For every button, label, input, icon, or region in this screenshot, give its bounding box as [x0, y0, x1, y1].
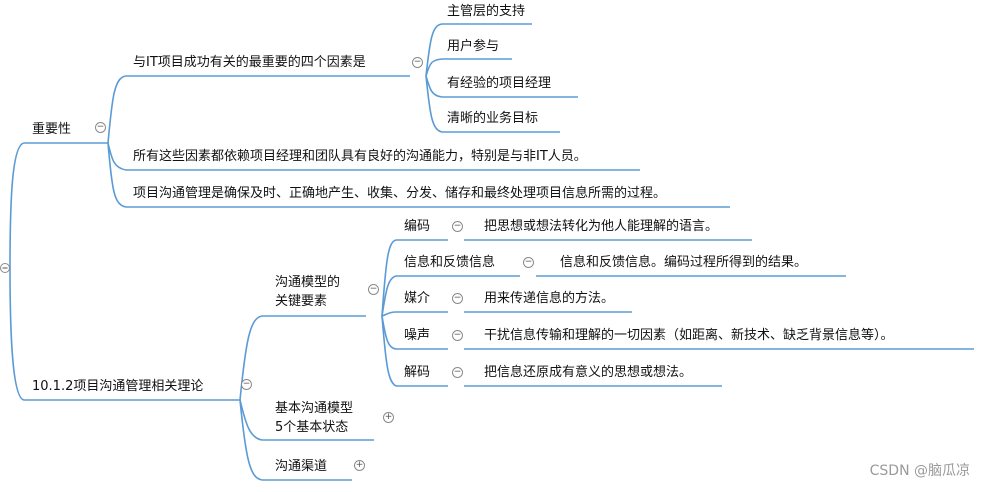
connector-factors-2	[425, 58, 443, 77]
node-key-elements-line1[interactable]: 沟通模型的	[275, 275, 341, 290]
collapse-icon[interactable]: −	[452, 293, 463, 304]
node-basic-model-line1[interactable]: 基本沟通模型	[275, 401, 354, 416]
expand-icon[interactable]: +	[354, 460, 365, 471]
node-element-desc[interactable]: 把思想或想法转化为他人能理解的语言。	[484, 219, 719, 234]
connector-el-1	[381, 239, 397, 317]
node-factor-4[interactable]: 清晰的业务目标	[447, 111, 539, 126]
collapse-icon[interactable]: −	[523, 257, 534, 268]
collapse-icon[interactable]: −	[412, 57, 423, 68]
collapse-icon[interactable]: −	[452, 367, 463, 378]
node-factors-title[interactable]: 与IT项目成功有关的最重要的四个因素是	[133, 55, 366, 70]
node-basic-model-line2[interactable]: 5个基本状态	[275, 420, 349, 435]
node-element-name[interactable]: 解码	[404, 365, 431, 380]
connector-root-importance	[9, 142, 25, 269]
connector-factors-1	[425, 23, 443, 77]
node-element-desc[interactable]: 用来传递信息的方法。	[484, 291, 615, 306]
node-factor-3[interactable]: 有经验的项目经理	[447, 76, 552, 91]
node-theory[interactable]: 10.1.2项目沟通管理相关理论	[32, 379, 204, 394]
node-element-desc[interactable]: 把信息还原成有意义的思想或想法。	[484, 365, 693, 380]
connector-factors-4	[425, 75, 443, 133]
node-channels[interactable]: 沟通渠道	[275, 459, 328, 474]
collapse-icon[interactable]: −	[452, 221, 463, 232]
node-element-desc[interactable]: 干扰信息传输和理解的一切因素（如距离、新技术、缺乏背景信息等）。	[484, 328, 894, 343]
collapse-icon[interactable]: −	[452, 330, 463, 341]
collapse-icon[interactable]: −	[95, 122, 106, 133]
node-key-elements-line2[interactable]: 关键要素	[275, 294, 328, 309]
node-factor-2[interactable]: 用户参与	[447, 39, 500, 54]
node-dependency[interactable]: 所有这些因素都依赖项目经理和团队具有良好的沟通能力，特别是与非IT人员。	[133, 149, 587, 164]
node-element-name[interactable]: 噪声	[404, 328, 431, 343]
collapse-icon[interactable]: −	[241, 379, 252, 390]
connector-theory-channels	[239, 399, 263, 481]
expand-icon[interactable]: +	[383, 412, 394, 423]
connector-importance-definition	[107, 142, 127, 208]
connector-el-3	[381, 311, 397, 317]
connector-el-5	[381, 315, 397, 387]
node-element-name[interactable]: 信息和反馈信息	[404, 255, 496, 270]
connector-importance-factors	[107, 75, 127, 144]
node-element-name[interactable]: 编码	[404, 219, 431, 234]
connector-theory-basic	[239, 399, 263, 441]
node-definition[interactable]: 项目沟通管理是确保及时、正确地产生、收集、分发、储存和最终处理项目信息所需的过程…	[133, 186, 667, 201]
node-element-name[interactable]: 媒介	[404, 291, 431, 306]
node-importance[interactable]: 重要性	[32, 122, 72, 137]
node-factor-1[interactable]: 主管层的支持	[447, 4, 526, 19]
watermark: CSDN @脑瓜凉	[869, 463, 970, 479]
connector-el-2	[381, 275, 397, 317]
collapse-icon[interactable]: −	[368, 284, 379, 295]
node-element-desc[interactable]: 信息和反馈信息。编码过程所得到的结果。	[560, 255, 808, 270]
connector-root-theory	[9, 267, 25, 401]
